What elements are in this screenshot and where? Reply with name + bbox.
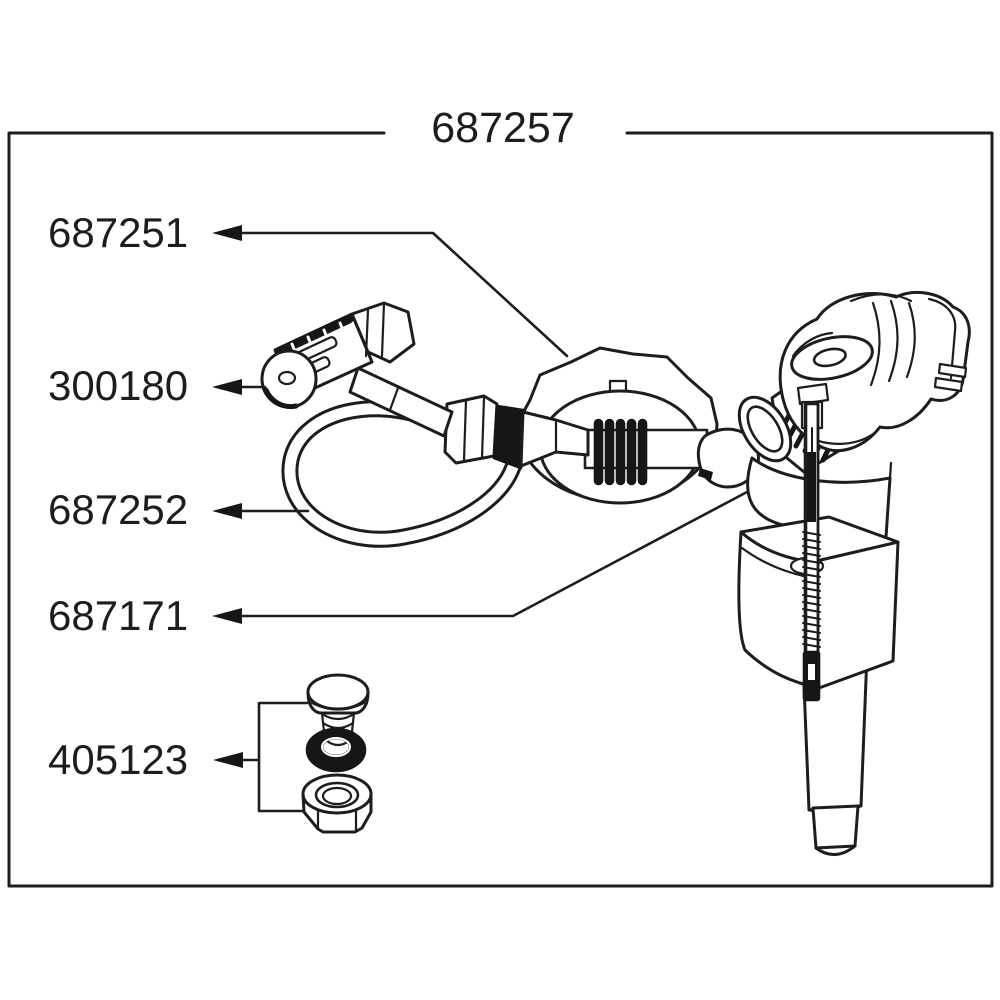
- leader-300180: [212, 379, 267, 395]
- leader-405123: [213, 701, 309, 813]
- lock-nut: [301, 773, 373, 834]
- valve-collar: [737, 395, 793, 463]
- cap-screw: [306, 673, 370, 747]
- label-300180: 300180: [48, 362, 188, 409]
- label-687251: 687251: [48, 209, 188, 256]
- outlet-nub: [937, 362, 968, 379]
- arrowhead: [212, 225, 242, 241]
- arrowhead: [212, 379, 242, 395]
- rubber-band: [492, 404, 525, 470]
- leader-687171: [212, 490, 749, 624]
- diagram-title: 687257: [431, 104, 575, 152]
- frame-border: [7, 131, 994, 888]
- knob-face-hole: [277, 370, 297, 386]
- float-cup-top: [739, 515, 900, 564]
- fill-valve-head: [778, 290, 971, 453]
- rubber-washer: [305, 727, 367, 773]
- label-687252: 687252: [48, 486, 188, 533]
- hose-fitting: [443, 394, 590, 470]
- label-687171: 687171: [48, 592, 188, 639]
- head-cap-donut: [790, 335, 874, 381]
- arrowhead: [212, 503, 242, 519]
- float-cup-right: [810, 540, 900, 690]
- ribbed-seal: [593, 418, 648, 486]
- arrowhead: [213, 752, 243, 768]
- adjustment-rod: [796, 382, 830, 702]
- shutoff-valve: [260, 301, 454, 438]
- seal-kit: [301, 673, 373, 834]
- valve-outlet-stub: [348, 366, 454, 438]
- leader-687251: [212, 225, 569, 358]
- outlet-nub: [933, 376, 964, 393]
- compression-nut: [443, 394, 499, 465]
- leader-687252: [212, 503, 310, 519]
- arrowhead: [212, 608, 242, 624]
- label-405123: 405123: [48, 736, 188, 783]
- elbow-nub: [698, 468, 713, 480]
- bracket-405123: [257, 701, 309, 813]
